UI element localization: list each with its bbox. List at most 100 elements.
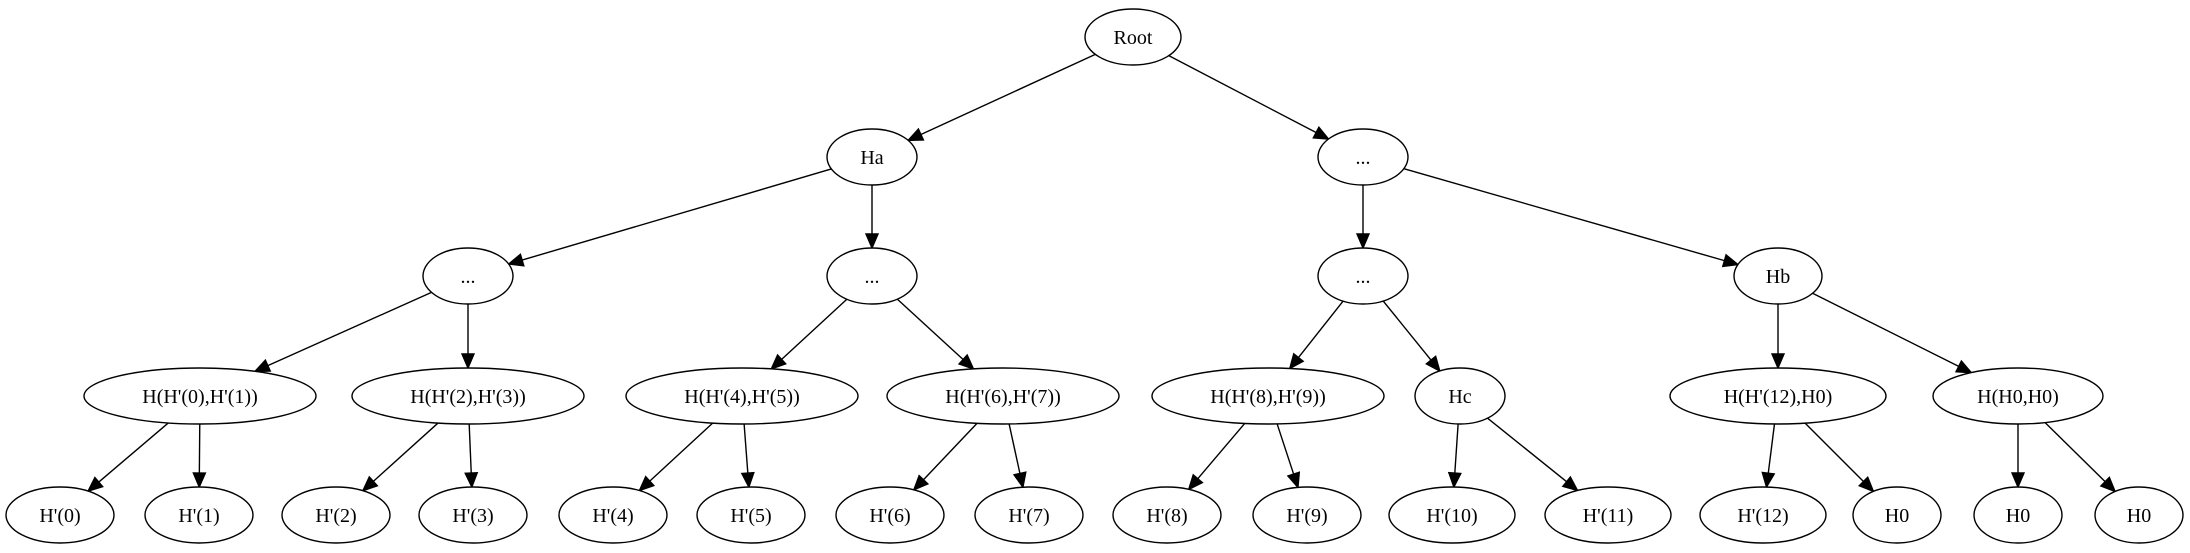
- arrowhead-icon: [1355, 233, 1371, 250]
- node-label: H'(6): [869, 505, 910, 527]
- node-ellipse: [1414, 367, 1506, 425]
- edge-r2-h89: [1288, 300, 1344, 370]
- edge-line: [1767, 423, 1776, 474]
- node-label: H(H'(12),H0): [1724, 386, 1833, 408]
- edge-h23-p3: [464, 423, 479, 489]
- tree-node-p2: H'(2): [281, 486, 391, 544]
- node-ellipse: [625, 367, 859, 425]
- node-label: Hb: [1766, 266, 1790, 288]
- node-ellipse: [1252, 486, 1362, 544]
- arrowhead-icon: [1447, 471, 1462, 489]
- node-label: H(H'(0),H'(1)): [142, 386, 258, 408]
- arrowhead-icon: [1721, 253, 1740, 268]
- node-ellipse: [1733, 247, 1823, 305]
- arrowhead-icon: [1770, 353, 1786, 370]
- edge-l1-h01: [253, 291, 432, 373]
- edge-line: [372, 422, 439, 482]
- tree-node-p6: H'(6): [835, 486, 945, 544]
- edge-line: [1403, 168, 1725, 262]
- edge-h89-p8: [1187, 422, 1246, 491]
- edge-line: [1382, 300, 1432, 361]
- arrowhead-icon: [1761, 471, 1776, 489]
- edge-h67-p6: [912, 422, 978, 492]
- tree-node-r1: ...: [1317, 128, 1409, 186]
- node-label: H(H'(8),H'(9)): [1210, 386, 1326, 408]
- node-ellipse: [558, 486, 668, 544]
- node-ellipse: [281, 486, 391, 544]
- arrowhead-icon: [361, 475, 379, 492]
- node-ellipse: [1932, 367, 2104, 425]
- tree-node-p8: H'(8): [1112, 486, 1222, 544]
- edge-line: [1487, 417, 1568, 483]
- node-label: H'(2): [315, 505, 356, 527]
- node-label: H'(1): [178, 505, 219, 527]
- node-label: H'(9): [1286, 505, 1327, 527]
- tree-node-p7: H'(7): [974, 486, 1084, 544]
- node-label: Hc: [1448, 386, 1471, 408]
- node-ellipse: [1112, 486, 1222, 544]
- edge-r2-hc: [1382, 300, 1441, 373]
- edge-l2-h67: [896, 298, 975, 371]
- arrowhead-icon: [906, 127, 925, 142]
- arrowhead-icon: [770, 353, 787, 371]
- arrowhead-icon: [1425, 355, 1441, 373]
- arrowhead-icon: [1286, 471, 1301, 490]
- edges-layer: [86, 53, 2117, 493]
- arrowhead-icon: [192, 472, 207, 489]
- tree-node-h0h0: H(H0,H0): [1932, 367, 2104, 425]
- tree-node-h67: H(H'(6),H'(7)): [886, 367, 1120, 425]
- arrowhead-icon: [1012, 471, 1027, 489]
- edge-h89-p9: [1276, 423, 1301, 490]
- node-label: H'(7): [1008, 505, 1049, 527]
- edge-line: [521, 168, 832, 261]
- edge-root-r1: [1168, 55, 1331, 140]
- arrowhead-icon: [912, 474, 930, 492]
- arrowhead-icon: [864, 233, 880, 250]
- node-ellipse: [83, 367, 317, 425]
- edge-h45-p5: [740, 423, 755, 489]
- nodes-layer: RootHa............HbH(H'(0),H'(1))H(H'(2…: [5, 8, 2184, 544]
- arrowhead-icon: [506, 253, 525, 267]
- edge-line: [468, 423, 472, 474]
- node-ellipse: [696, 486, 806, 544]
- node-label: H(H'(2),H'(3)): [410, 386, 526, 408]
- tree-node-r2: ...: [1317, 247, 1409, 305]
- tree-node-z1: H0: [1852, 486, 1942, 544]
- node-label: H'(8): [1146, 505, 1187, 527]
- node-label: H0: [1885, 505, 1909, 527]
- edge-root-ha: [906, 53, 1096, 142]
- edge-line: [1276, 423, 1295, 475]
- arrowhead-icon: [86, 476, 104, 493]
- tree-node-p1: H'(1): [144, 486, 254, 544]
- node-ellipse: [5, 486, 115, 544]
- edge-line: [743, 423, 749, 474]
- node-ellipse: [1973, 486, 2063, 544]
- node-label: H'(0): [39, 505, 80, 527]
- node-ellipse: [1388, 486, 1516, 544]
- node-ellipse: [826, 247, 918, 305]
- tree-node-root: Root: [1084, 8, 1182, 66]
- arrowhead-icon: [1288, 352, 1305, 370]
- tree-node-z3: H0: [2094, 486, 2184, 544]
- edge-line: [98, 422, 169, 483]
- node-ellipse: [1852, 486, 1942, 544]
- edge-h12h0-z1: [1804, 422, 1875, 493]
- node-ellipse: [974, 486, 1084, 544]
- edge-h45-p4: [638, 422, 714, 492]
- node-ellipse: [1669, 367, 1887, 425]
- arrowhead-icon: [1312, 125, 1331, 140]
- edge-ha-l2: [864, 185, 880, 250]
- tree-node-h12h0: H(H'(12),H0): [1669, 367, 1887, 425]
- edge-line: [920, 53, 1096, 136]
- edge-h67-p7: [1008, 423, 1027, 489]
- arrowhead-icon: [638, 475, 656, 492]
- tree-node-p12: H'(12): [1699, 486, 1827, 544]
- node-ellipse: [422, 247, 514, 305]
- arrowhead-icon: [253, 358, 272, 373]
- node-ellipse: [1084, 8, 1182, 66]
- node-label: H'(4): [592, 505, 633, 527]
- edge-r1-r2: [1355, 185, 1371, 250]
- node-ellipse: [1151, 367, 1385, 425]
- node-label: H'(5): [730, 505, 771, 527]
